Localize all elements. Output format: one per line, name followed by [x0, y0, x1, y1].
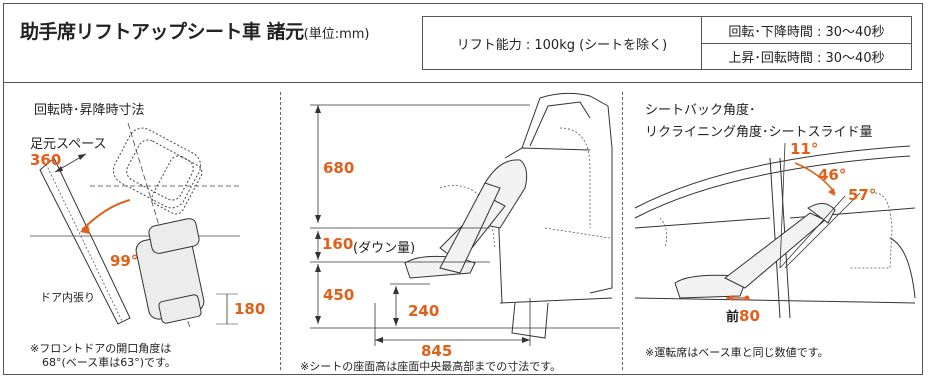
- page-title: 助手席リフトアップシート車 諸元(単位:mm): [20, 17, 369, 44]
- door-trim-label: ドア内張り: [40, 291, 95, 304]
- seat-outline-rotated: [112, 127, 203, 215]
- total-angle-value: 57°: [848, 186, 877, 204]
- seatback-angle-diagram: [634, 142, 916, 319]
- lift-capacity: リフト能力 : 100kg (シートを除く): [423, 17, 702, 69]
- panel1-title: 回転時･昇降時寸法: [34, 103, 145, 118]
- slide-prefix: 前: [726, 310, 740, 325]
- panel3-title-line1: シートバック角度･: [645, 103, 756, 118]
- depth-value: 180: [234, 300, 266, 318]
- panel1-note-line2: 68°(ベース車は63°)です。: [42, 356, 176, 369]
- panel3-title-line2: リクライニング角度･シートスライド量: [645, 125, 873, 140]
- raise-rotate-time: 上昇･回転時間 : 30〜40秒: [728, 50, 885, 66]
- dim-down-label: (ダウン量): [353, 241, 416, 256]
- slide-amount: 前80: [726, 306, 760, 325]
- rotate-lower-time: 回転･下降時間 : 30〜40秒: [702, 17, 911, 44]
- panel1-note-line1: ※フロントドアの開口角度は: [30, 342, 172, 355]
- panel-divider-1: [280, 92, 281, 370]
- dim-length-value: 845: [421, 342, 453, 360]
- dim-top-value: 680: [323, 159, 355, 177]
- seat-height-diagram: [310, 92, 620, 346]
- foot-space-value: 360: [30, 151, 62, 169]
- panel-divider-2: [622, 92, 623, 370]
- dim-seat-value: 450: [323, 286, 355, 304]
- spec-frame: [3, 3, 923, 375]
- spec-table: リフト能力 : 100kg (シートを除く) 回転･下降時間 : 30〜40秒 …: [422, 16, 912, 70]
- dim-step-value: 240: [408, 302, 440, 320]
- rotation-arc: [81, 199, 131, 231]
- door-panel: [39, 157, 131, 325]
- dimension-lines: [310, 104, 620, 346]
- header-divider: [3, 82, 923, 83]
- slide-value: 80: [739, 307, 760, 325]
- car-interior-outline: [634, 145, 916, 319]
- rear-seat-outline: [439, 127, 611, 249]
- recline-angle-value: 46°: [818, 166, 847, 184]
- seat-rotation-diagram: [30, 122, 240, 329]
- dim-down-value: 160: [322, 235, 354, 253]
- rotation-angle-value: 99°: [110, 252, 139, 270]
- foot-space-label: 足元スペース: [30, 137, 107, 152]
- seatback-angle-value: 11°: [790, 140, 819, 158]
- title-unit: (単位:mm): [303, 27, 370, 42]
- title-text: 助手席リフトアップシート車 諸元: [20, 21, 304, 43]
- panel2-note: ※シートの座面高は座面中央最高部までの寸法です。: [300, 360, 562, 373]
- driver-seat: [674, 203, 836, 299]
- car-body-outline: [497, 92, 613, 339]
- angle-lines: [779, 142, 861, 269]
- dimension-arrows: [315, 105, 530, 343]
- panel3-note: ※運転席はベース車と同じ数値です。: [645, 346, 829, 359]
- rear-seat-outline: [659, 192, 893, 269]
- seat-outline-final: [135, 218, 205, 324]
